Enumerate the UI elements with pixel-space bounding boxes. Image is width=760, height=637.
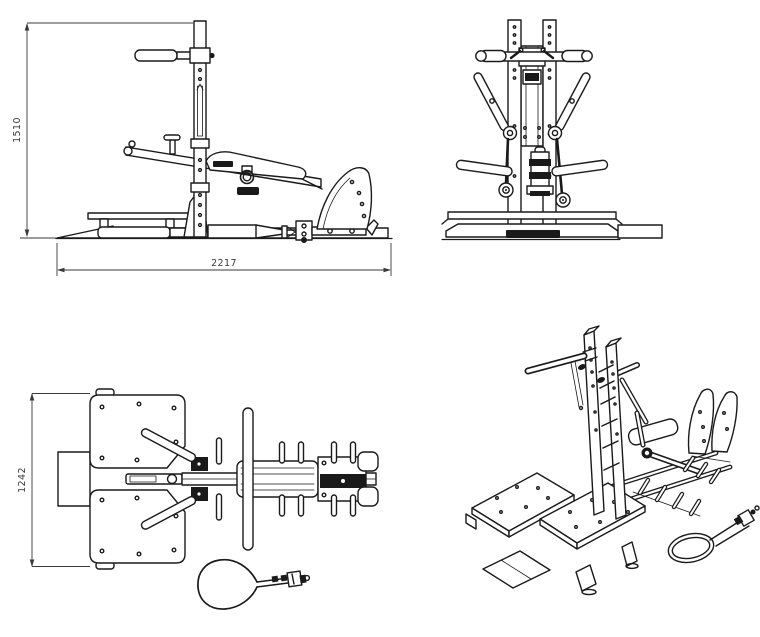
handle-lower — [140, 496, 197, 530]
press-beam — [123, 134, 323, 195]
mast-post — [189, 20, 215, 238]
cross-bar — [242, 407, 254, 551]
strap-side-profile — [617, 224, 663, 239]
center-bar — [125, 473, 183, 485]
rear-linkage — [207, 219, 379, 243]
ankle-strap — [667, 505, 760, 564]
front-elevation-view — [441, 19, 663, 241]
cylinder — [526, 146, 554, 196]
front-machine-drawing — [441, 19, 663, 241]
weight-pegs — [215, 437, 357, 521]
top-plan-view: 1242 — [17, 388, 379, 610]
pullup-bar — [475, 47, 593, 63]
dim-height-label: 1510 — [12, 117, 23, 143]
base-frame — [441, 211, 623, 241]
handle-upper — [140, 428, 197, 462]
rear-extension — [57, 451, 91, 507]
seat-pad — [205, 151, 307, 180]
weight-pegs — [637, 455, 722, 517]
foot-plates — [89, 388, 186, 570]
ankle-strap — [197, 558, 311, 610]
feet — [465, 513, 639, 596]
top-machine-drawing — [57, 388, 379, 610]
press-cylinder — [613, 362, 703, 475]
foot-platform — [87, 212, 189, 239]
top-handle — [134, 49, 196, 62]
iso-machine-drawing — [465, 325, 760, 596]
backrest-fin — [316, 167, 373, 230]
brand-label — [213, 161, 233, 167]
backrest-blades — [687, 388, 738, 463]
side-machine-drawing — [55, 20, 393, 243]
side-elevation-view: 1510 2217 — [12, 20, 393, 276]
handlebar — [524, 347, 598, 411]
swing-levers — [473, 72, 591, 208]
depth-dimension: 1242 — [17, 393, 90, 567]
dim-depth-label: 1242 — [17, 467, 28, 493]
brand-label — [525, 73, 539, 81]
height-dimension: 1510 — [12, 22, 193, 239]
isometric-view — [465, 325, 760, 596]
mast-posts — [578, 325, 627, 520]
length-dimension: 2217 — [56, 243, 392, 276]
dim-length-label: 2217 — [211, 258, 237, 269]
horizontal-arms — [455, 159, 609, 177]
carabiner-ring — [239, 169, 255, 185]
